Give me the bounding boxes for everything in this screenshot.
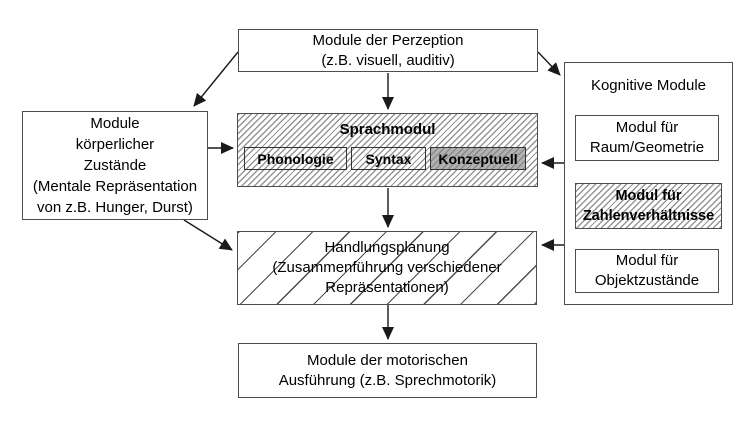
kognitive-module-title: Kognitive Module [590,77,707,94]
box-modul-objektzustaende: Modul für Objektzustände [575,249,719,293]
box-modul-raum-geometrie: Modul für Raum/Geometrie [575,115,719,161]
box-syntax: Syntax [351,147,426,170]
box-module-der-perzeption: Module der Perzeption (z.B. visuell, aud… [238,29,538,72]
box-sprachmodul: Sprachmodul Phonologie Syntax Konzeptuel… [237,113,538,187]
arrow-koerper-to-handlung [183,219,233,251]
box-module-koerperlicher-zustaende: Module körperlicher Zustände (Mentale Re… [22,111,208,220]
box-module-der-motorischen-ausfuehrung: Module der motorischen Ausführung (z.B. … [238,343,537,398]
arrow-perzeption-to-kognitive [537,51,561,76]
sprachmodul-title: Sprachmodul [339,121,436,138]
box-konzeptuell: Konzeptuell [430,147,526,170]
box-phonologie: Phonologie [244,147,347,170]
box-handlungsplanung: Handlungsplanung (Zusammenführung versch… [237,231,537,305]
box-modul-zahlenverhaeltnisse: Modul für Zahlenverhältnisse [575,183,722,229]
arrow-perzeption-to-koerper [193,51,239,107]
box-kognitive-module: Kognitive Module Modul für Raum/Geometri… [564,62,733,305]
